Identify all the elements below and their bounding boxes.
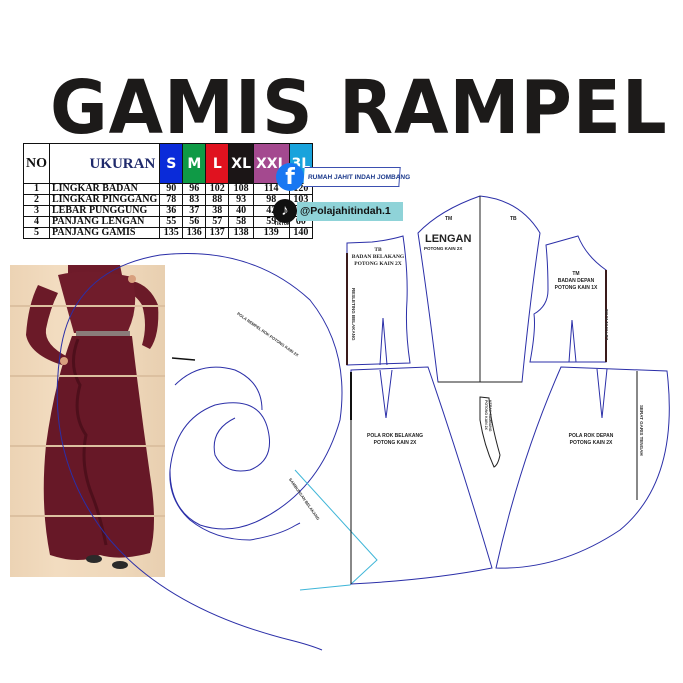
cell: 135 <box>159 227 184 239</box>
table-row: 5 PANJANG GAMIS 135 136 137 138 139 140 <box>23 227 314 239</box>
tiktok-badge[interactable]: ♪ TikTok @Polajahitindah.1 <box>273 199 405 227</box>
size-l: L <box>205 143 230 184</box>
cell: 139 <box>253 227 290 239</box>
facebook-badge[interactable]: f RUMAH JAHIT INDAH JOMBANG <box>276 163 410 191</box>
size-xl: XL <box>228 143 255 184</box>
tiktok-handle: @Polajahitindah.1 <box>297 202 403 221</box>
facebook-icon: f <box>276 163 304 191</box>
lengan-sub: POTONG KAIN 2X <box>424 246 463 251</box>
cell: 140 <box>288 227 314 239</box>
lengan-tm-label: TM <box>445 216 453 222</box>
rok-belakang-label: POLA ROK BELAKANG POTONG KAIN 2X <box>367 433 423 446</box>
cyan-guide <box>294 469 378 591</box>
header-no: NO <box>23 143 50 184</box>
size-m: M <box>182 143 207 184</box>
dress-illustration <box>26 265 159 569</box>
rempel-mark <box>171 357 196 361</box>
page-title: GAMIS RAMPEL <box>50 65 668 151</box>
kerah-label: KERAH SAMBUNG POTONG KAIN 2X <box>484 400 492 432</box>
tiktok-wordmark: TikTok <box>274 221 290 227</box>
rempel-spiral-pattern <box>56 252 343 651</box>
serat-garis-tengah-label: SERAT GARIS TENGAH <box>639 405 644 456</box>
tiktok-icon: ♪ <box>273 199 297 223</box>
badan-belakang-label: TB BADAN BELAKANG POTONG KAIN 2X <box>351 247 405 267</box>
header-ukuran: UKURAN <box>48 143 161 184</box>
cell: 88 <box>205 194 230 206</box>
lengan-pattern <box>417 195 541 383</box>
badan-depan-label: TM BADAN DEPAN POTONG KAIN 1X <box>554 271 598 291</box>
kerah-pattern <box>479 396 501 468</box>
lengan-tb-label: TB <box>510 216 517 222</box>
rok-depan-label: POLA ROK DEPAN POTONG KAIN 2X <box>568 433 614 446</box>
lengan-title: LENGAN <box>425 233 472 245</box>
table-row: 1 LINGKAR BADAN 90 96 102 108 114 120 <box>23 183 314 195</box>
rok-belakang-pattern <box>350 366 493 585</box>
row-name: PANJANG GAMIS <box>48 227 161 239</box>
badan-depan-pattern <box>529 235 607 363</box>
lipatan-kain-label: LIPATAN KAIN <box>604 309 609 340</box>
resleting-label: RESLETING BELAKANG <box>351 288 356 341</box>
badan-belakang-pattern <box>346 235 411 366</box>
cell: 138 <box>228 227 255 239</box>
dress-photo <box>10 265 165 577</box>
cell: 137 <box>205 227 230 239</box>
rok-depan-pattern <box>495 366 670 569</box>
